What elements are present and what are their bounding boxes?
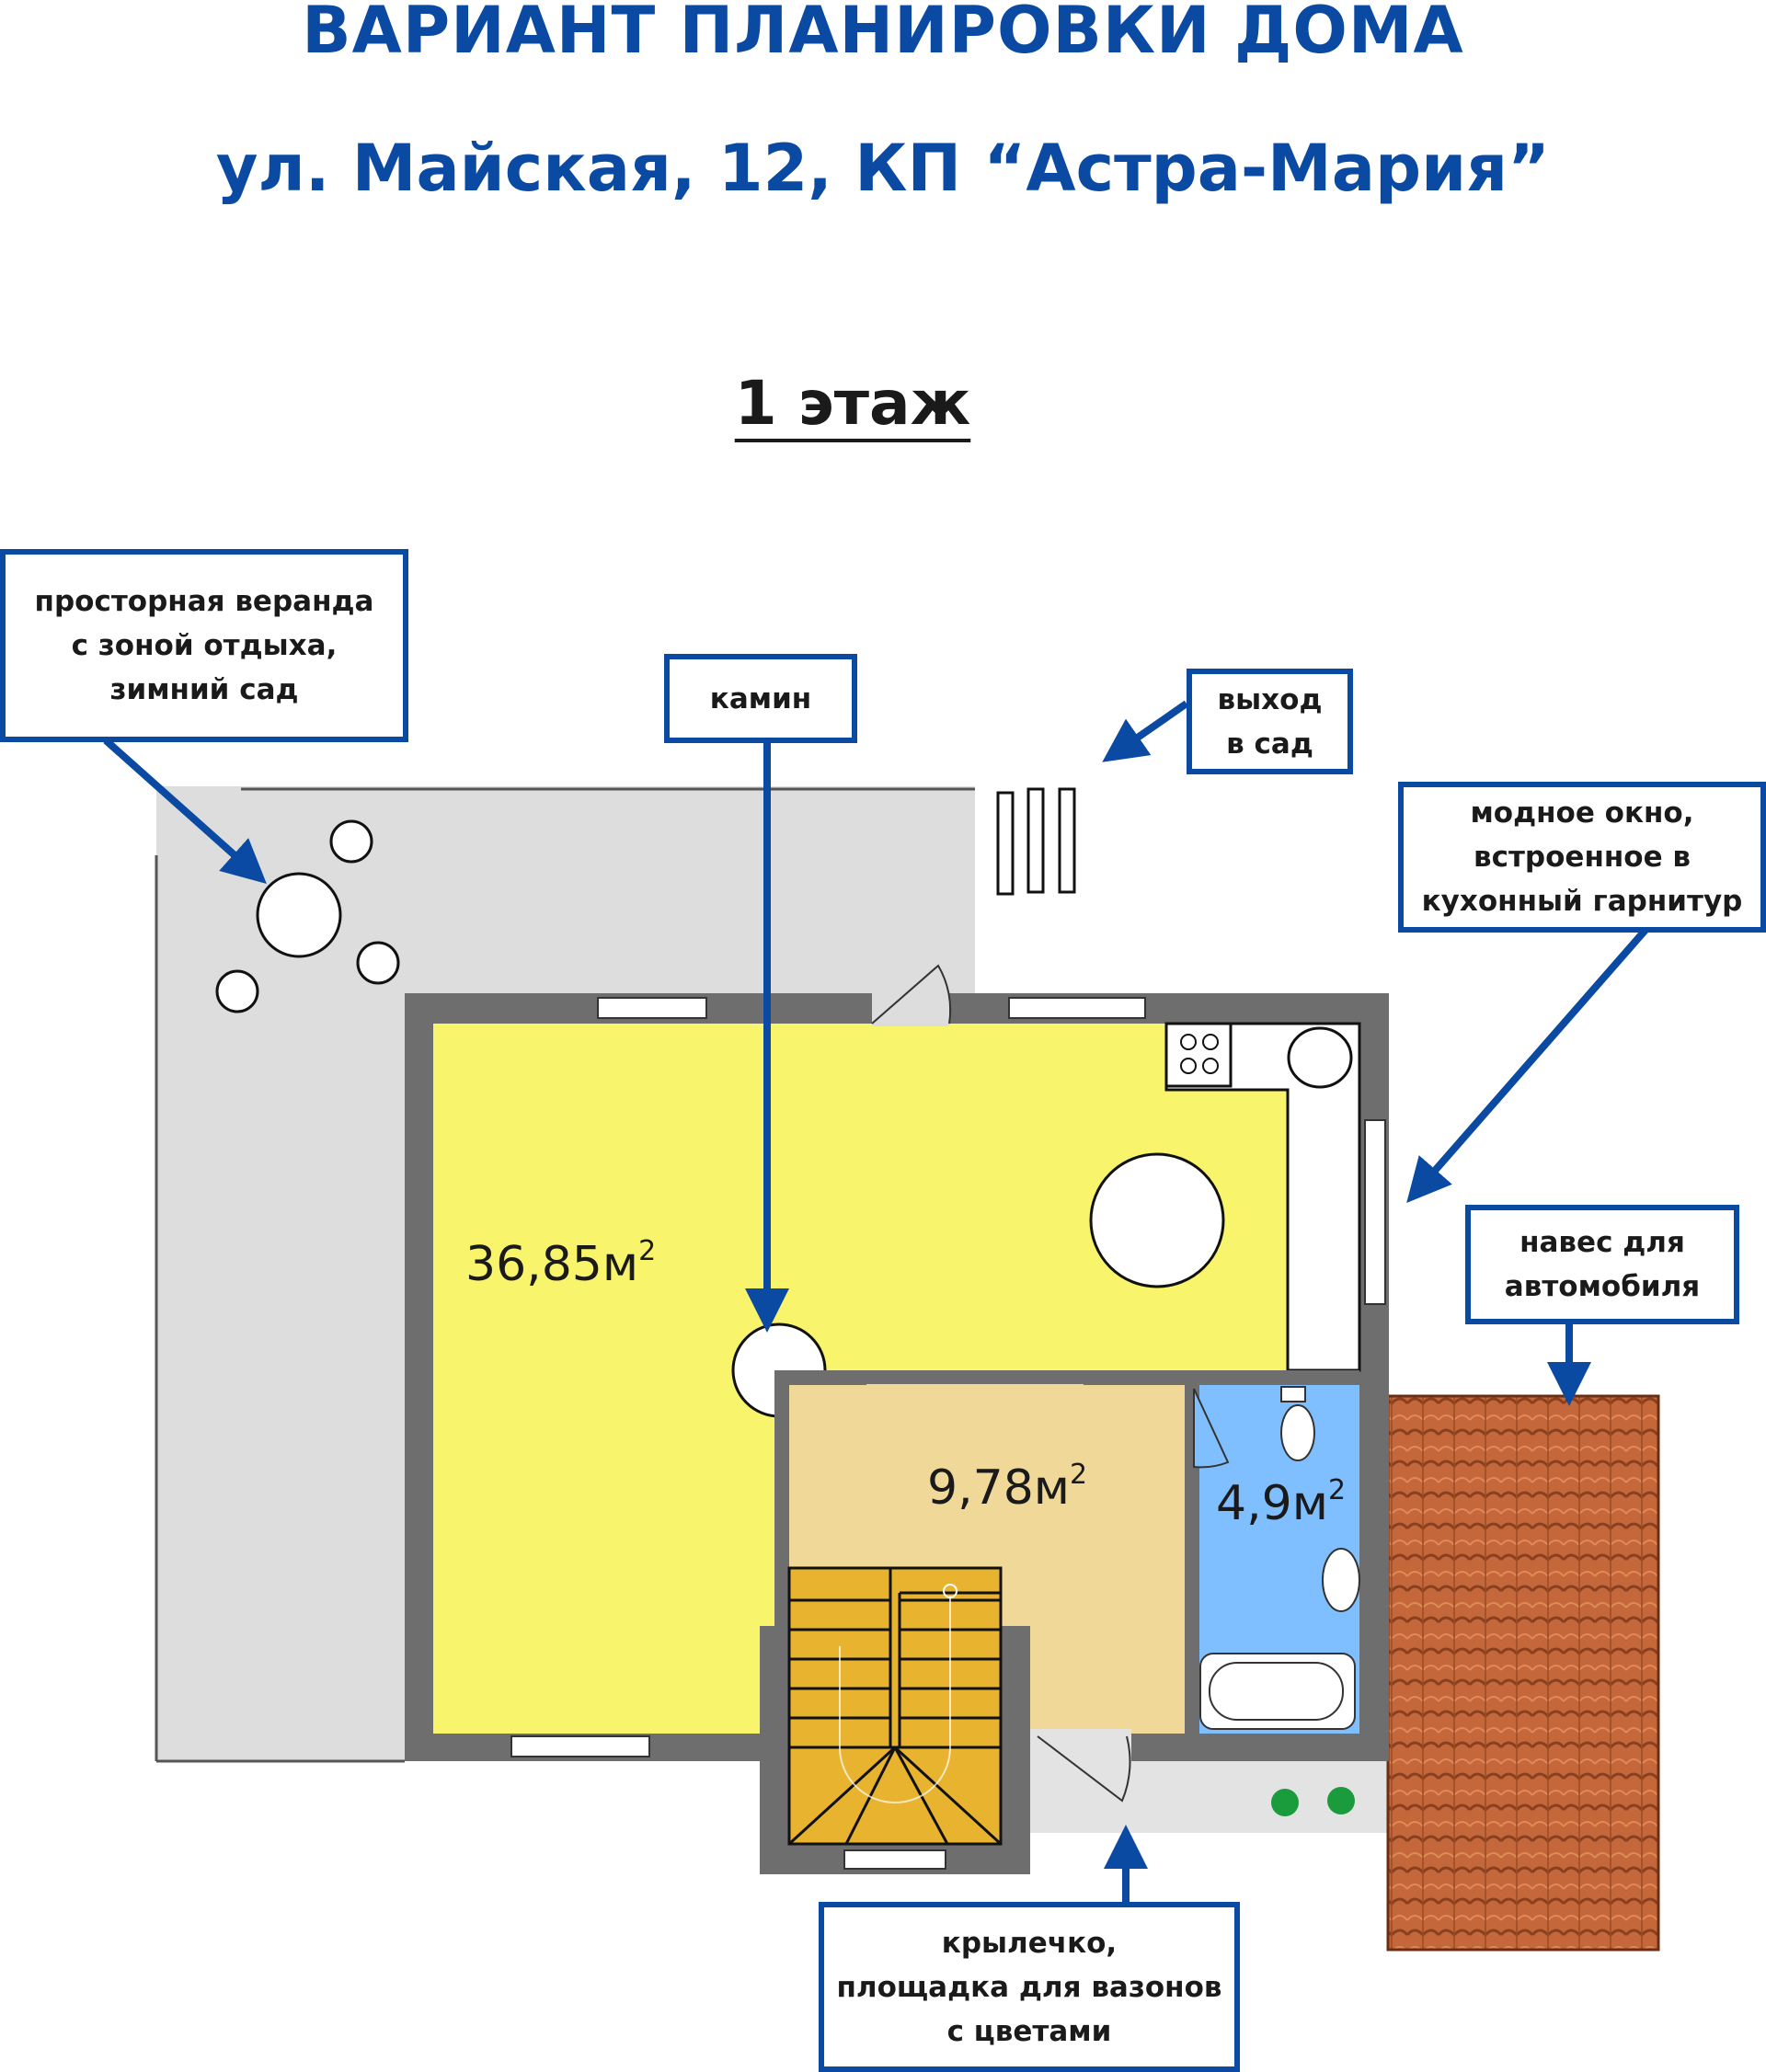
plant-circle [215,969,259,1013]
hall-area: 9,78м2 [927,1459,1087,1516]
callout-garden-exit: выход в сад [1187,669,1353,774]
callout-porch: крылечко, площадка для вазонов с цветами [819,1902,1240,2072]
callout-veranda: просторная веранда с зоной отдыха, зимни… [0,549,408,742]
bathroom-area: 4,9м2 [1216,1474,1346,1531]
callout-fireplace: камин [664,654,857,743]
window [843,1849,946,1870]
garden-step [1026,787,1045,894]
title-main: ВАРИАНТ ПЛАНИРОВКИ ДОМА [302,0,1464,68]
plant-circle [256,872,342,958]
callout-window: модное окно, встроенное в кухонный гарни… [1398,782,1766,933]
arrow-veranda [103,738,267,884]
kitchen-window [1364,1119,1386,1305]
living-room-area: 36,85м2 [465,1235,656,1292]
garden-step [996,791,1015,896]
staircase [787,1566,1003,1846]
dining-table-icon [1089,1152,1225,1288]
floor-label: 1 этаж [734,368,971,439]
sink [1287,1026,1353,1089]
flower-pot [1327,1787,1355,1814]
washbasin-icon [1322,1548,1360,1612]
toilet-icon [1280,1404,1315,1461]
plant-circle [356,941,400,985]
arrow-garden-exit [1102,700,1189,762]
callout-carport: навес для автомобиля [1465,1205,1739,1324]
garden-step [1058,787,1076,894]
title-address: ул. Майская, 12, КП “Астра-Мария” [215,131,1551,206]
flower-pot [1271,1789,1299,1816]
arrow-window [1406,926,1650,1204]
cooktop [1164,1022,1233,1088]
window [1008,997,1146,1019]
plant-circle [329,819,373,864]
carport-roof [1386,1394,1660,1952]
window [510,1735,650,1757]
window [597,997,707,1019]
